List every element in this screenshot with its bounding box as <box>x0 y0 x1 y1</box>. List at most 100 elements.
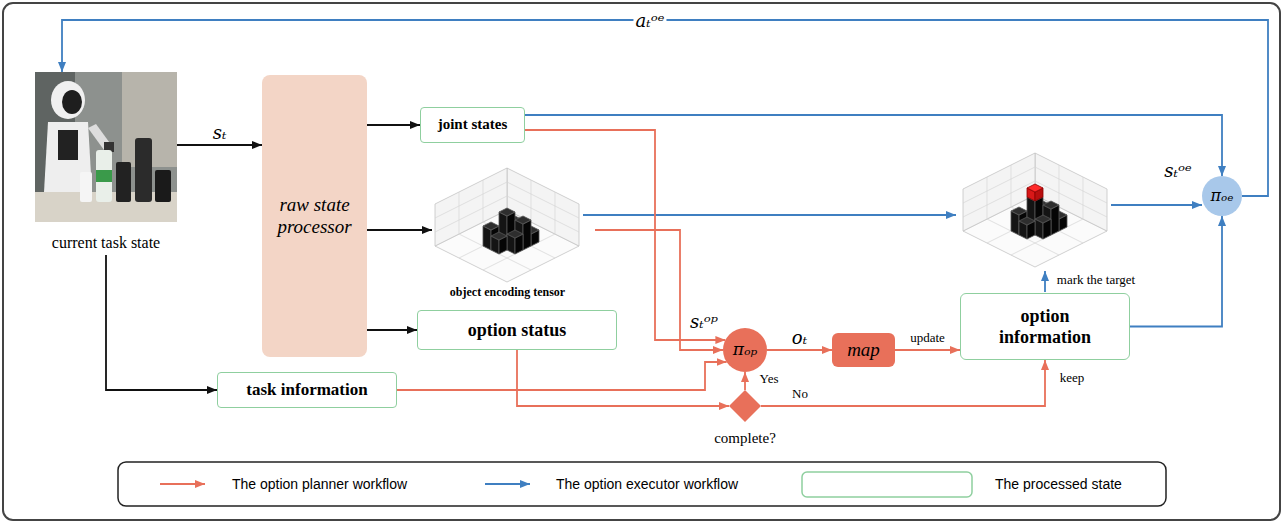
box-label: option status <box>468 320 567 341</box>
robot-photo <box>62 90 82 114</box>
connector <box>517 350 729 406</box>
connector <box>367 329 417 331</box>
plot-grid <box>1059 165 1060 207</box>
block-label: raw state processor <box>270 194 359 238</box>
robot-photo <box>58 130 78 160</box>
state-symbol: sₜᵒᵉ <box>1164 160 1192 181</box>
edge-label: oₜ <box>790 327 809 348</box>
bar-face <box>507 230 523 238</box>
bar-plot <box>963 153 1107 267</box>
robot-photo <box>155 170 171 202</box>
legend-sample <box>802 472 972 497</box>
bar-face <box>515 216 531 224</box>
diamond-outline <box>705 389 785 423</box>
state-photo: current task state <box>35 72 177 252</box>
connector <box>397 362 727 390</box>
plot-grid <box>507 182 579 218</box>
legend-sample <box>160 483 205 485</box>
state-box: joint states <box>420 107 525 143</box>
bar-face <box>491 232 507 240</box>
robot-photo <box>35 72 177 222</box>
flow-arrow <box>1044 271 1046 292</box>
plot-grid <box>987 219 1059 255</box>
outer-frame <box>3 3 1280 520</box>
bar-plot <box>435 168 579 282</box>
state-symbol: sₜᵒᵖ <box>690 311 718 332</box>
edge-label: Yes <box>758 371 781 387</box>
bar-face <box>1019 217 1035 225</box>
connector <box>895 349 960 351</box>
plot-grid <box>483 180 484 222</box>
plot-grid <box>435 196 507 232</box>
legend-frame <box>118 462 1166 506</box>
plot-grid <box>1035 167 1107 203</box>
plot-wall <box>963 153 1035 231</box>
connector <box>744 372 746 390</box>
edge-label: sₜ <box>211 122 229 143</box>
robot-photo <box>35 72 177 222</box>
state-box: option information <box>960 293 1130 360</box>
plot-grid <box>1083 177 1084 219</box>
edge-label: No <box>790 386 810 402</box>
connector <box>367 124 420 126</box>
plot-grid <box>435 182 507 218</box>
edge-label: update <box>908 330 947 346</box>
plot-grid <box>1011 219 1083 255</box>
plot-wall <box>1035 153 1107 231</box>
plot-caption: object encoding tensor <box>450 286 565 300</box>
photo-caption: current task state <box>52 234 160 252</box>
legend-text: The processed state <box>995 475 1122 493</box>
connector <box>177 144 262 146</box>
edge-label: aₜᵒᵉ <box>633 10 666 31</box>
flow-arrow <box>583 214 956 216</box>
plot-grid <box>459 234 531 270</box>
box-label: option information <box>989 306 1101 347</box>
robot-photo <box>96 170 112 182</box>
connector <box>367 229 432 231</box>
bar-face <box>499 208 515 216</box>
plot-wall <box>435 168 507 246</box>
robot-photo <box>80 172 92 202</box>
arrow-label: mark the target <box>1057 272 1135 288</box>
legend-sample <box>485 483 530 485</box>
bar-face <box>1027 184 1043 192</box>
policy-label: πₒₚ <box>733 340 758 360</box>
state-box: task information <box>217 372 397 408</box>
bar-face <box>483 222 499 230</box>
connector <box>525 115 1222 176</box>
bar-face <box>523 220 531 250</box>
plot-grid <box>1011 165 1012 207</box>
decision-diamond: complete? <box>705 389 785 447</box>
connector <box>767 349 832 351</box>
plot-grid <box>987 177 988 219</box>
connector <box>106 255 217 390</box>
bar-face <box>1035 215 1051 223</box>
plot-grid <box>483 234 555 270</box>
plot-grid <box>963 181 1035 217</box>
plot-grid <box>531 180 532 222</box>
diamond-shape <box>729 390 761 422</box>
bar-face <box>1043 201 1059 209</box>
plot-grid <box>963 167 1035 203</box>
legend-text: The option executor workflow <box>556 475 738 493</box>
policy-label: πₒₑ <box>1211 187 1234 205</box>
plot-grid <box>555 192 556 234</box>
block-label: map <box>847 339 880 361</box>
connector <box>1130 216 1222 327</box>
arrow-label: keep <box>1060 370 1085 386</box>
processor-block: raw state processor <box>262 75 367 357</box>
robot-photo <box>51 81 85 119</box>
bar-face <box>1051 205 1059 235</box>
box-label: task information <box>246 380 367 400</box>
plot-grid <box>459 192 460 234</box>
box-label: joint states <box>438 116 508 133</box>
map-block: map <box>832 333 895 367</box>
robot-photo <box>96 150 112 202</box>
robot-photo <box>116 162 131 202</box>
robot-photo <box>135 138 152 202</box>
plot-wall <box>507 168 579 246</box>
state-box: option status <box>417 310 617 350</box>
connector <box>525 130 725 340</box>
